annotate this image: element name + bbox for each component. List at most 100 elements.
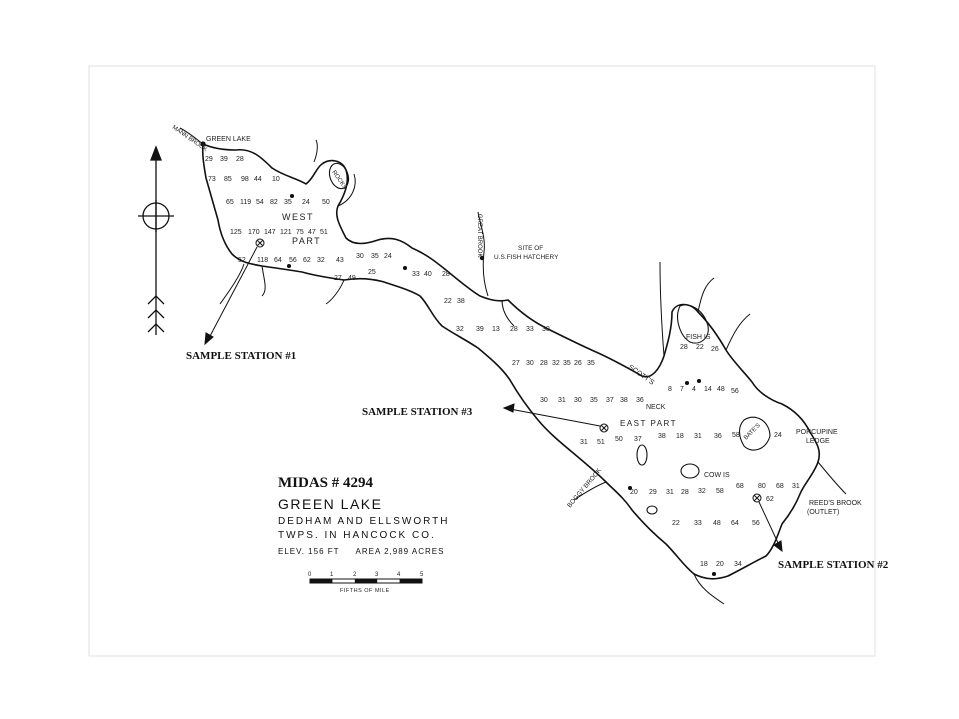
depth-sounding: 36 [636, 397, 644, 404]
lake-title: GREEN LAKE [278, 496, 383, 512]
depth-sounding: 56 [289, 257, 297, 264]
boggy-brook-label: BOGGY BROOK [566, 467, 603, 510]
depth-sounding: 38 [658, 433, 666, 440]
station-1-label: SAMPLE STATION #1 [186, 350, 296, 362]
depth-sounding: 58 [732, 432, 740, 439]
station-2-label: SAMPLE STATION #2 [778, 559, 889, 571]
outlet-label: (OUTLET) [807, 509, 839, 516]
depth-sounding: 4 [692, 386, 696, 393]
depth-sounding: 28 [681, 489, 689, 496]
depth-sounding: 51 [320, 229, 328, 236]
depth-sounding: 44 [254, 176, 262, 183]
depth-sounding: 51 [597, 439, 605, 446]
depth-sounding: 20 [630, 489, 638, 496]
depth-sounding: 62 [303, 257, 311, 264]
depth-sounding: 56 [731, 388, 739, 395]
depth-sounding: 37 [606, 397, 614, 404]
scale-tick: 1 [330, 572, 334, 578]
depth-sounding: 82 [270, 199, 278, 206]
depth-sounding: 28 [442, 271, 450, 278]
depth-sounding: 48 [713, 520, 721, 527]
porcupine-label: PORCUPINE [796, 429, 838, 436]
hatchery-label-2: U.S.FISH HATCHERY [494, 254, 559, 261]
depth-sounding: 29 [649, 489, 657, 496]
lake-shoreline [201, 143, 821, 580]
depth-sounding: 119 [240, 199, 251, 206]
depth-soundings: 29 39 28 73 85 98 44 10 65 119 54 82 35 … [205, 156, 800, 568]
depth-sounding: 30 [356, 253, 364, 260]
scale-label: FIFTHS OF MILE [340, 588, 390, 594]
depth-sounding: 85 [224, 176, 232, 183]
rocks-island [328, 162, 350, 190]
depth-sounding: 68 [736, 483, 744, 490]
compass-icon [138, 145, 174, 335]
depth-sounding: 39 [220, 156, 228, 163]
depth-sounding: 118 [257, 257, 268, 264]
depth-sounding: 28 [236, 156, 244, 163]
ledge-label: LEDGE [806, 438, 830, 445]
small-island [636, 444, 648, 466]
depth-sounding: 31 [580, 439, 588, 446]
depth-sounding: 29 [205, 156, 213, 163]
depth-sounding: 125 [230, 229, 242, 236]
depth-sounding: 22 [444, 298, 452, 305]
depth-sounding: 28 [680, 344, 688, 351]
depth-sounding: 33 [412, 271, 420, 278]
depth-sounding: 10 [272, 176, 280, 183]
depth-sounding: 33 [694, 520, 702, 527]
depth-sounding: 35 [590, 397, 598, 404]
depth-sounding: 121 [280, 229, 292, 236]
depth-sounding: 30 [540, 397, 548, 404]
depth-sounding: 30 [526, 360, 534, 367]
depth-sounding: 50 [615, 436, 623, 443]
depth-sounding: 64 [731, 520, 739, 527]
depth-sounding: 18 [676, 433, 684, 440]
scale-tick: 0 [308, 572, 312, 578]
depth-sounding: 20 [716, 561, 724, 568]
depth-sounding: 31 [792, 483, 800, 490]
west-part-label: WEST [282, 212, 314, 222]
page-border [88, 65, 876, 657]
depth-sounding: 48 [717, 386, 725, 393]
fish-island [677, 304, 709, 344]
station-3-label: SAMPLE STATION #3 [362, 406, 473, 418]
depth-sounding: 68 [776, 483, 784, 490]
elevation-text: ELEV. 156 FT [278, 547, 340, 556]
bates-island [738, 416, 771, 451]
depth-sounding: 32 [456, 326, 464, 333]
depth-sounding: 25 [368, 269, 376, 276]
depth-sounding: 75 [296, 229, 304, 236]
depth-sounding: 14 [704, 386, 712, 393]
neck-label: NECK [646, 404, 666, 411]
green-lake-village-marker [200, 141, 206, 147]
depth-sounding: 80 [758, 483, 766, 490]
depth-sounding: 32 [552, 360, 560, 367]
station-2-marker-icon [752, 493, 762, 503]
depth-sounding: 7 [680, 386, 684, 393]
depth-sounding: 56 [752, 520, 760, 527]
depth-sounding: 38 [457, 298, 465, 305]
fish-island-label: FISH IS [686, 334, 711, 341]
depth-sounding: 26 [574, 360, 582, 367]
depth-sounding: 31 [694, 433, 702, 440]
depth-sounding: 35 [284, 199, 292, 206]
scale-tick: 4 [397, 572, 401, 578]
townships-line-1: DEDHAM AND ELLSWORTH [278, 516, 450, 527]
depth-sounding: 31 [558, 397, 566, 404]
depth-sounding: 170 [248, 229, 260, 236]
townships-line-2: TWPS. IN HANCOCK CO. [278, 530, 436, 541]
depth-sounding: 28 [510, 326, 518, 333]
depth-sounding: 49 [348, 275, 356, 282]
depth-sounding: 22 [696, 344, 704, 351]
depth-sounding: 22 [672, 520, 680, 527]
station-3-marker-icon [599, 423, 609, 433]
depth-sounding: 24 [302, 199, 310, 206]
depth-sounding: 32 [698, 488, 706, 495]
depth-sounding: 35 [371, 253, 379, 260]
depth-sounding: 50 [322, 199, 330, 206]
midas-number: MIDAS # 4294 [278, 475, 374, 491]
depth-sounding: 39 [476, 326, 484, 333]
depth-sounding: 52 [238, 257, 246, 264]
depth-sounding: 27 [334, 275, 342, 282]
